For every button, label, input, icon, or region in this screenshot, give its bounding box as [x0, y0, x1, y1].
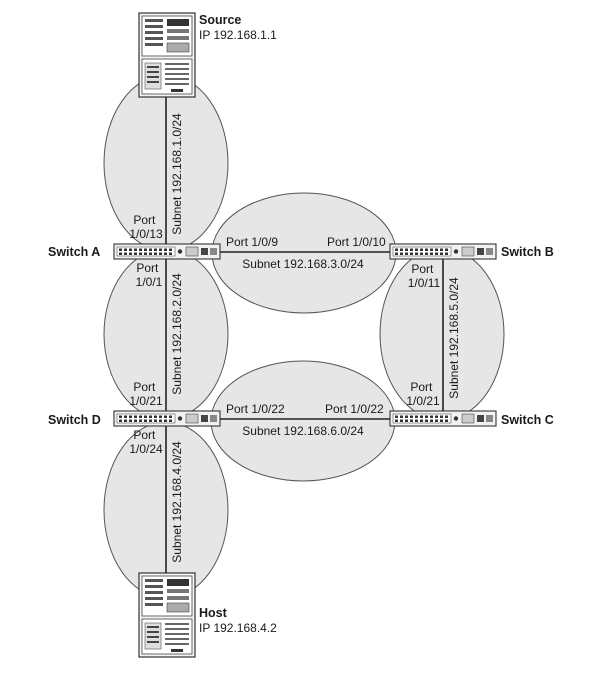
subnet-label-4: Subnet 192.168.4.0/24	[170, 441, 184, 563]
port-a-right: Port 1/0/9	[226, 235, 278, 249]
port-c-left: Port 1/0/22	[325, 402, 384, 416]
port-b-bottom: Port 1/0/11	[408, 262, 441, 290]
source-ip: IP 192.168.1.1	[199, 28, 277, 42]
switch-d-label: Switch D	[48, 413, 101, 427]
switch-b-icon	[389, 243, 497, 260]
subnet-ellipse-3	[211, 192, 397, 314]
host-ip: IP 192.168.4.2	[199, 621, 277, 635]
subnet-label-3: Subnet 192.168.3.0/24	[242, 257, 364, 271]
switch-a-icon	[113, 243, 221, 260]
host-name: Host	[199, 606, 228, 620]
subnet-ellipse-5	[379, 247, 505, 421]
switch-c-label: Switch C	[501, 413, 554, 427]
subnet-ellipse-6	[210, 360, 396, 482]
switch-c-icon	[389, 410, 497, 427]
subnet-label-2: Subnet 192.168.2.0/24	[170, 273, 184, 395]
port-a-top: Port 1/0/13	[129, 213, 163, 241]
source-name: Source	[199, 13, 241, 27]
subnet-label-1: Subnet 192.168.1.0/24	[170, 113, 184, 235]
switch-a-label: Switch A	[48, 245, 100, 259]
switch-d-icon	[113, 410, 221, 427]
port-d-right: Port 1/0/22	[226, 402, 285, 416]
port-d-bottom: Port 1/0/24	[129, 428, 163, 456]
port-c-top: Port 1/0/21	[406, 380, 440, 408]
port-a-bottom: Port 1/0/1	[136, 261, 163, 289]
subnet-label-6: Subnet 192.168.6.0/24	[242, 424, 364, 438]
port-d-top: Port 1/0/21	[129, 380, 163, 408]
subnet-label-5: Subnet 192.168.5.0/24	[447, 277, 461, 399]
host-server-icon	[138, 572, 196, 658]
source-server-icon	[138, 12, 196, 98]
port-b-left: Port 1/0/10	[327, 235, 386, 249]
switch-b-label: Switch B	[501, 245, 554, 259]
